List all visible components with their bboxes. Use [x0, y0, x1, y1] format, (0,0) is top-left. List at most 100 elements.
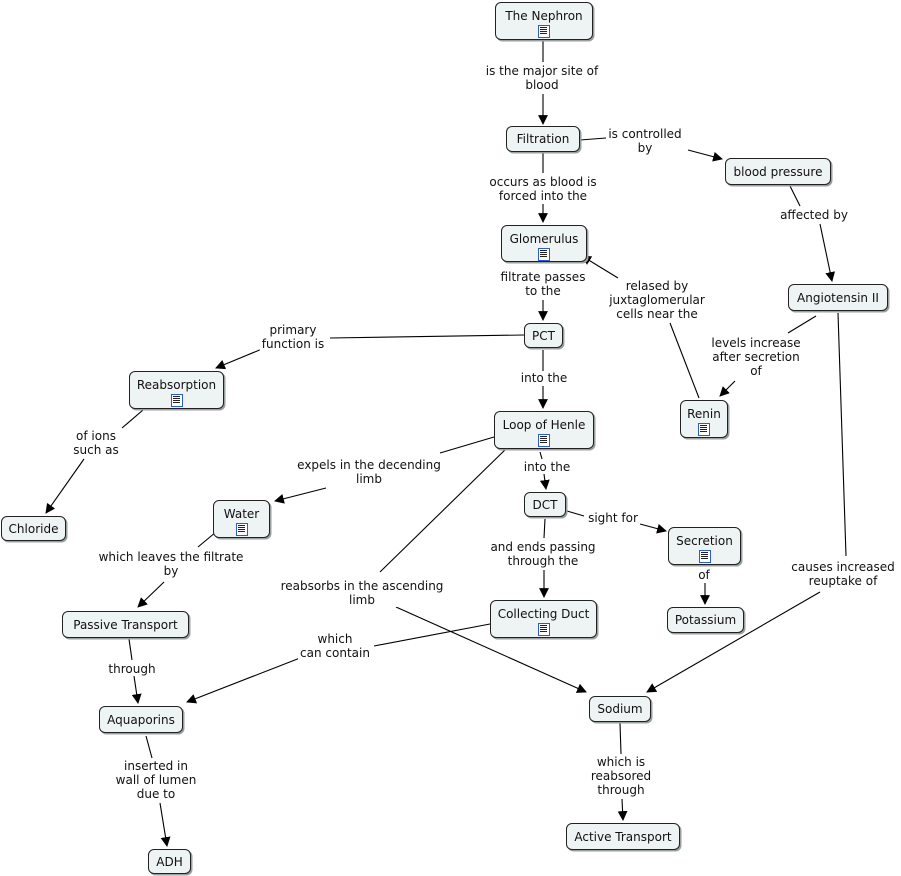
- link-dct-collecting-a: [543, 518, 546, 539]
- node-label: Active Transport: [574, 829, 672, 844]
- link-label-major-site: is the major site of blood: [483, 64, 601, 92]
- document-icon[interactable]: [698, 423, 710, 436]
- link-label-relased-by: relased by juxtaglomerular cells near th…: [607, 279, 707, 321]
- node-water[interactable]: Water: [213, 500, 270, 538]
- link-dct-secretion-a: [566, 510, 585, 517]
- link-label-leaves-filtrate: which leaves the filtrate by: [96, 550, 246, 578]
- link-filtration-bp-a: [579, 137, 607, 141]
- link-ang-renin-b: [719, 380, 736, 397]
- link-sodium-active-b: [617, 798, 628, 821]
- node-filtration[interactable]: Filtration: [506, 126, 580, 152]
- link-water-passive-b: [137, 581, 165, 608]
- node-label: Chloride: [8, 521, 59, 536]
- link-ang-renin-a: [787, 315, 817, 334]
- document-icon[interactable]: [537, 623, 550, 636]
- document-icon[interactable]: [170, 394, 183, 407]
- node-chloride[interactable]: Chloride: [1, 516, 66, 541]
- link-label-through: through: [106, 662, 158, 676]
- link-aqua-adh-b: [159, 802, 171, 847]
- link-label-inserted: inserted in wall of lumen due to: [113, 759, 199, 801]
- node-label: blood pressure: [733, 164, 823, 179]
- node-collecting-duct[interactable]: Collecting Duct: [490, 600, 597, 638]
- link-loop-water-b: [274, 487, 327, 504]
- node-adh[interactable]: ADH: [148, 849, 191, 874]
- link-label-into-the-2: into the: [521, 460, 573, 474]
- link-reab-chloride-b: [45, 458, 85, 514]
- document-icon[interactable]: [538, 434, 550, 447]
- link-ang-sodium-b: [646, 591, 821, 693]
- document-icon[interactable]: [538, 25, 550, 38]
- node-renin[interactable]: Renin: [680, 400, 728, 438]
- node-pct[interactable]: PCT: [524, 323, 563, 348]
- link-label-controlled-by: is controlled by: [606, 127, 684, 155]
- node-passive-transport[interactable]: Passive Transport: [62, 611, 189, 638]
- document-icon[interactable]: [538, 248, 550, 261]
- link-label-sight-for: sight for: [586, 511, 640, 525]
- node-label: Angiotensin II: [797, 290, 879, 305]
- link-collecting-aqua-a: [373, 623, 491, 647]
- link-label-reabsorbs: reabsorbs in the ascending limb: [278, 579, 446, 607]
- node-label: Renin: [687, 407, 721, 421]
- link-label-of: of: [696, 568, 712, 582]
- node-loop-of-henle[interactable]: Loop of Henle: [494, 411, 594, 449]
- link-passive-aqua-b: [131, 675, 142, 704]
- node-secretion[interactable]: Secretion: [668, 527, 741, 565]
- node-sodium[interactable]: Sodium: [589, 696, 651, 722]
- node-label: Collecting Duct: [497, 607, 590, 621]
- link-label-reabsored-through: which is reabsored through: [588, 755, 654, 797]
- node-angiotensin-ii[interactable]: Angiotensin II: [788, 284, 888, 311]
- node-blood-pressure[interactable]: blood pressure: [725, 158, 831, 185]
- node-the-nephron[interactable]: The Nephron: [495, 2, 593, 40]
- node-label: Reabsorption: [136, 378, 217, 392]
- link-label-expels: expels in the decending limb: [295, 458, 443, 486]
- link-label-filtrate-passes: filtrate passes to the: [498, 270, 588, 298]
- link-renin-glom-a: [669, 322, 700, 399]
- document-icon[interactable]: [235, 523, 248, 536]
- link-filtration-bp-b: [687, 149, 723, 162]
- link-pct-reab-a: [329, 334, 525, 339]
- node-dct[interactable]: DCT: [524, 492, 566, 517]
- link-bp-ang-b: [819, 223, 836, 282]
- link-loop-sodium-a: [379, 444, 511, 573]
- link-loop-water-a: [439, 436, 495, 454]
- document-icon[interactable]: [698, 550, 711, 563]
- link-label-affected-by: affected by: [778, 208, 850, 222]
- link-label-can-contain: which can contain: [298, 632, 372, 660]
- node-label: Water: [223, 507, 260, 521]
- node-label: Glomerulus: [509, 232, 579, 246]
- node-reabsorption[interactable]: Reabsorption: [129, 371, 224, 409]
- node-label: Loop of Henle: [502, 418, 586, 432]
- link-label-ends-passing: and ends passing through the: [488, 540, 598, 568]
- link-label-into-the-1: into the: [518, 371, 570, 385]
- node-label: Sodium: [597, 702, 643, 716]
- node-label: DCT: [532, 497, 558, 512]
- link-loop-dct-a: [539, 451, 543, 460]
- node-label: PCT: [532, 328, 555, 343]
- link-loop-sodium-b: [395, 606, 587, 693]
- node-label: Secretion: [676, 534, 733, 548]
- link-pct-reab-b: [215, 348, 263, 370]
- node-label: ADH: [156, 854, 183, 869]
- link-passive-aqua-a: [128, 638, 133, 661]
- link-bp-ang-a: [789, 185, 801, 207]
- link-label-levels-increase: levels increase after secretion of: [709, 336, 803, 378]
- node-label: The Nephron: [505, 9, 583, 23]
- link-loop-dct-b: [539, 473, 550, 490]
- node-label: Potassium: [674, 613, 737, 627]
- link-aqua-adh-a: [145, 735, 153, 759]
- link-sodium-active-a: [619, 722, 622, 755]
- node-label: Filtration: [516, 132, 570, 146]
- link-collecting-aqua-b: [186, 657, 301, 704]
- node-glomerulus[interactable]: Glomerulus: [501, 225, 587, 262]
- node-label: Aquaporins: [107, 712, 175, 727]
- link-label-reuptake: causes increased reuptake of: [789, 560, 897, 588]
- link-dct-secretion-b: [639, 523, 667, 534]
- node-active-transport[interactable]: Active Transport: [566, 823, 680, 850]
- node-potassium[interactable]: Potassium: [667, 607, 744, 633]
- link-label-of-ions: of ions such as: [71, 429, 121, 457]
- link-label-forced-into: occurs as blood is forced into the: [487, 175, 599, 203]
- link-ang-sodium-a: [837, 312, 847, 557]
- node-aquaporins[interactable]: Aquaporins: [99, 706, 183, 733]
